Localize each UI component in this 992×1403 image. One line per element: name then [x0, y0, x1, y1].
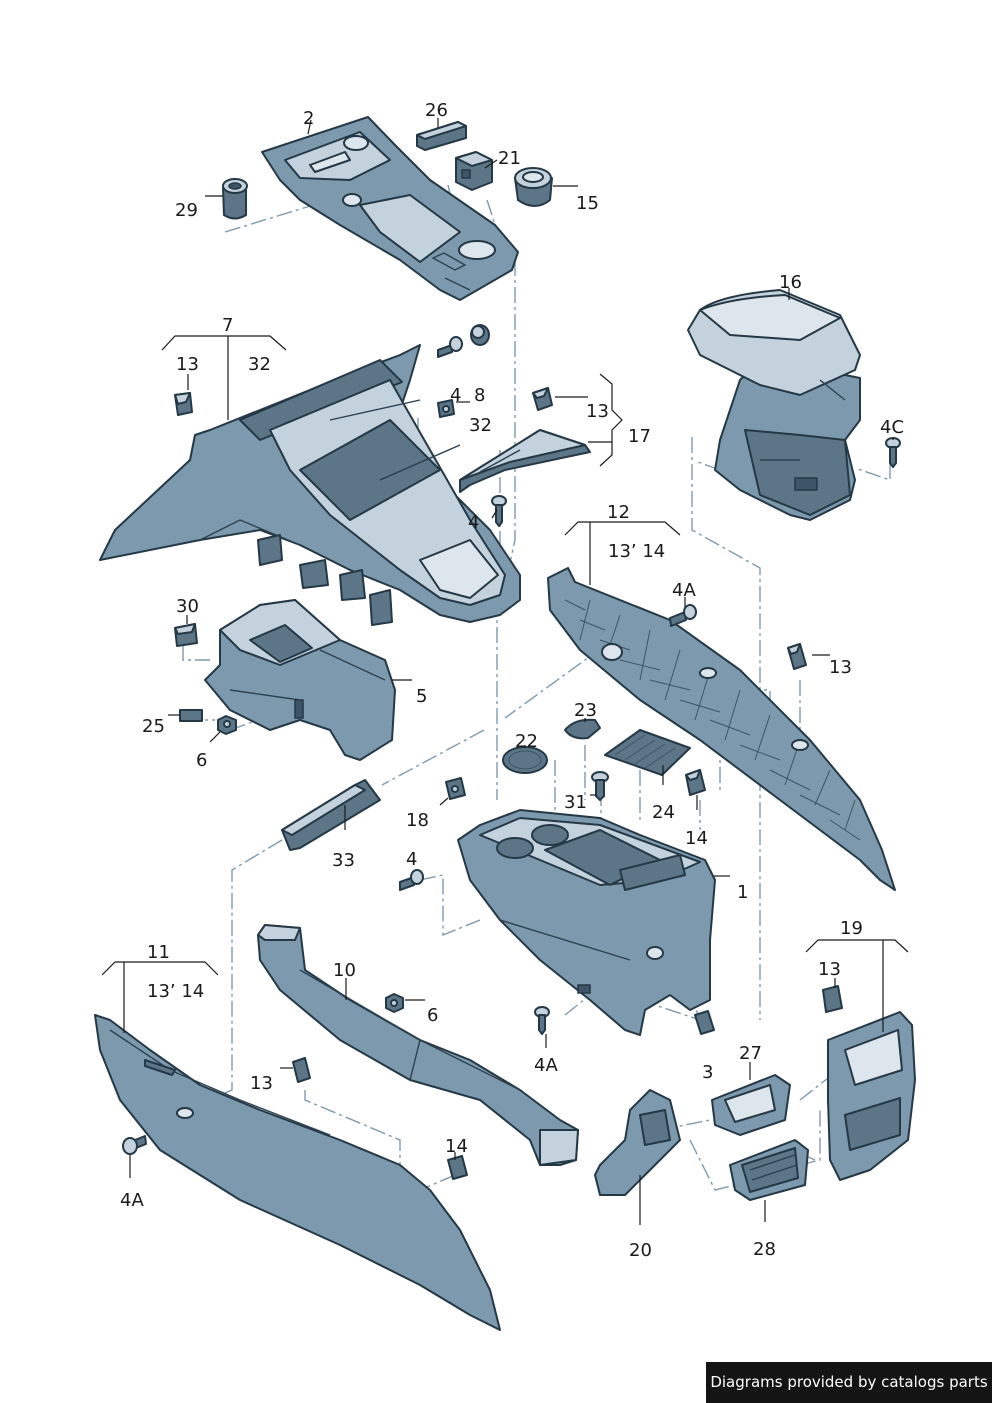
label-13-b: 13 [586, 401, 609, 422]
label-28: 28 [753, 1239, 776, 1260]
part-25-pad [179, 709, 203, 722]
part-4a-screw-c [122, 1135, 147, 1155]
part-20-duct [594, 1089, 681, 1196]
label-23: 23 [574, 700, 597, 721]
part-30-cap [174, 623, 198, 647]
part-4a-screw-a [669, 604, 697, 627]
label-15: 15 [576, 193, 599, 214]
part-10-air-duct [257, 924, 579, 1166]
part-32-clip [437, 399, 455, 418]
part-14-clip-b [447, 1155, 468, 1180]
part-3-clip [694, 1010, 715, 1035]
label-7: 7 [222, 315, 233, 336]
label-12: 12 [607, 502, 630, 523]
label-17: 17 [628, 426, 651, 447]
part-11-side-panel-left [94, 1014, 501, 1331]
part-4-screw-a [437, 336, 463, 358]
part-15-start-button [514, 167, 553, 207]
part-4-screw-b [491, 495, 507, 527]
label-31: 31 [564, 792, 587, 813]
leader-lines [101, 118, 909, 1225]
label-16: 16 [779, 272, 802, 293]
label-11: 11 [147, 942, 170, 963]
label-2: 2 [303, 108, 314, 129]
label-13-d: 13 [818, 959, 841, 980]
part-13-clip-b [532, 387, 553, 411]
label-3: 3 [702, 1062, 713, 1083]
part-8-cap [470, 324, 490, 346]
callout-labels: 2 26 21 15 29 16 7 13 32 4 8 32 13 17 4 … [120, 100, 904, 1261]
part-6-nut-a [217, 715, 237, 735]
part-7-console-frame [99, 344, 521, 626]
label-14-b: 14 [445, 1136, 468, 1157]
part-27-vent [711, 1074, 791, 1136]
label-6-a: 6 [196, 750, 207, 771]
part-17-bracket [459, 429, 591, 493]
part-13-clip-d [822, 985, 843, 1013]
label-4a-a: 4A [672, 580, 696, 601]
part-5-insert [204, 599, 396, 761]
part-4a-screw-b [534, 1006, 550, 1035]
label-1: 1 [737, 882, 748, 903]
label-10: 10 [333, 960, 356, 981]
part-29-socket [222, 178, 248, 220]
label-4-b: 4 [468, 512, 479, 533]
label-26: 26 [425, 100, 448, 121]
label-13-e: 13 [250, 1073, 273, 1094]
label-32-b: 32 [469, 415, 492, 436]
label-4-a: 4 [450, 385, 461, 406]
label-4a-c: 4A [120, 1190, 144, 1211]
part-14-clip-a [685, 769, 706, 796]
label-14-a: 14 [685, 828, 708, 849]
label-18: 18 [406, 810, 429, 831]
part-4c-screw [885, 437, 901, 468]
part-13-clip-c [787, 643, 807, 670]
part-2-shift-trim [261, 116, 519, 301]
label-4c: 4C [880, 417, 904, 438]
part-23-cover [564, 718, 601, 740]
label-21: 21 [498, 148, 521, 169]
part-18-clip [445, 777, 466, 800]
part-21-switch [455, 151, 493, 191]
label-4-d: 4 [406, 849, 417, 870]
label-32-a: 32 [248, 354, 271, 375]
part-33-bracket [281, 779, 381, 851]
label-13-14-a: 13’ 14 [608, 541, 665, 562]
label-20: 20 [629, 1240, 652, 1261]
label-19: 19 [840, 918, 863, 939]
part-6-nut-b [385, 993, 404, 1013]
part-24-grille [604, 729, 691, 776]
label-33: 33 [332, 850, 355, 871]
part-16-armrest [687, 289, 861, 521]
label-13-c: 13 [829, 657, 852, 678]
label-8: 8 [474, 385, 485, 406]
label-24: 24 [652, 802, 675, 823]
part-31-fastener [591, 771, 609, 801]
attribution-footer: Diagrams provided by catalogs parts [706, 1362, 992, 1403]
part-13-clip-a [174, 392, 193, 416]
part-26-button-strip [416, 121, 467, 151]
part-13-clip-e [292, 1057, 311, 1083]
part-12-side-panel-right [547, 567, 896, 891]
label-13-a: 13 [176, 354, 199, 375]
label-29: 29 [175, 200, 198, 221]
label-25: 25 [142, 716, 165, 737]
label-30: 30 [176, 596, 199, 617]
label-13-14-b: 13’ 14 [147, 981, 204, 1002]
label-4a-b: 4A [534, 1055, 558, 1076]
part-28-vent [729, 1139, 809, 1201]
label-27: 27 [739, 1043, 762, 1064]
label-6-b: 6 [427, 1005, 438, 1026]
part-19-rear-housing [827, 1011, 916, 1181]
part-4-screw-d [399, 869, 424, 891]
label-22: 22 [515, 731, 538, 752]
label-5: 5 [416, 686, 427, 707]
part-1-console-body [457, 809, 716, 1036]
